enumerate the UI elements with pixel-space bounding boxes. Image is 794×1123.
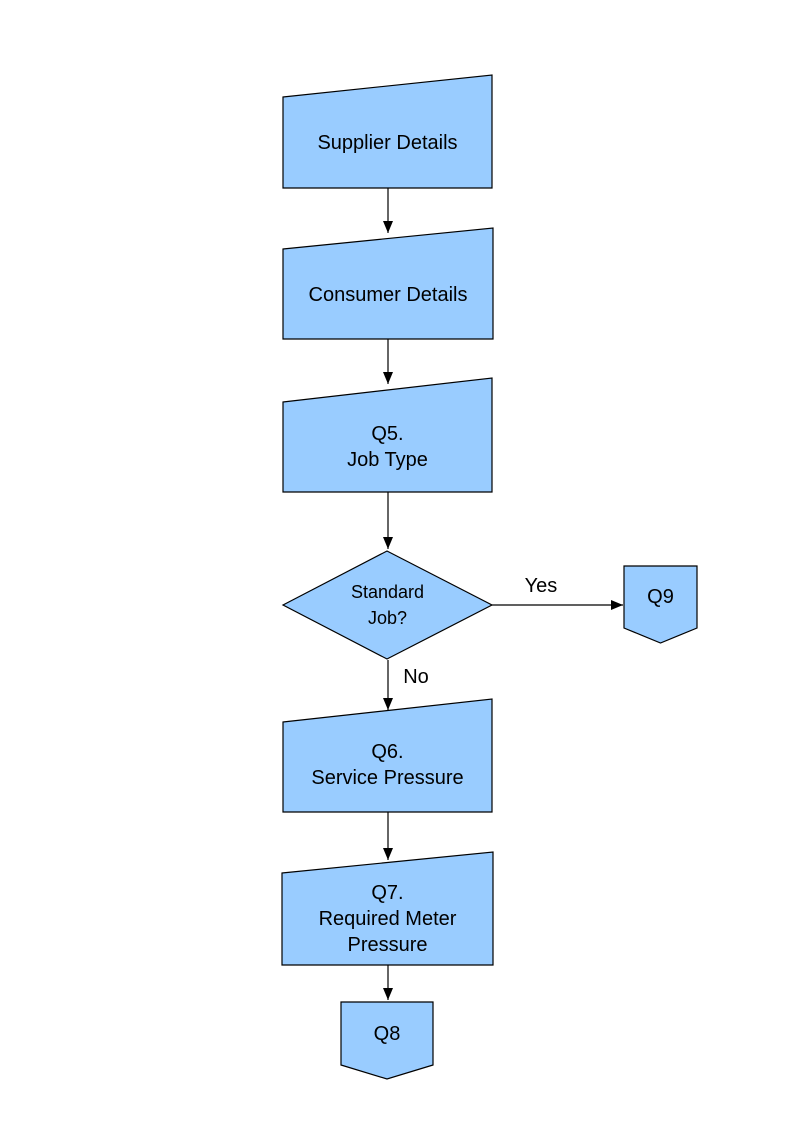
off-page-connector-shape-q8 [340,1001,434,1080]
manual-input-shape-consumer-details [282,227,494,340]
manual-input-shape-supplier-details [282,74,493,189]
decision-shape-standard-job [281,550,494,660]
manual-input-shape-q5-job-type [282,377,493,493]
manual-input-shape-q6-service-pressure [282,698,493,813]
manual-input-shape-q7-required-meter-pressure [281,851,494,966]
off-page-connector-shape-q9 [623,565,698,644]
